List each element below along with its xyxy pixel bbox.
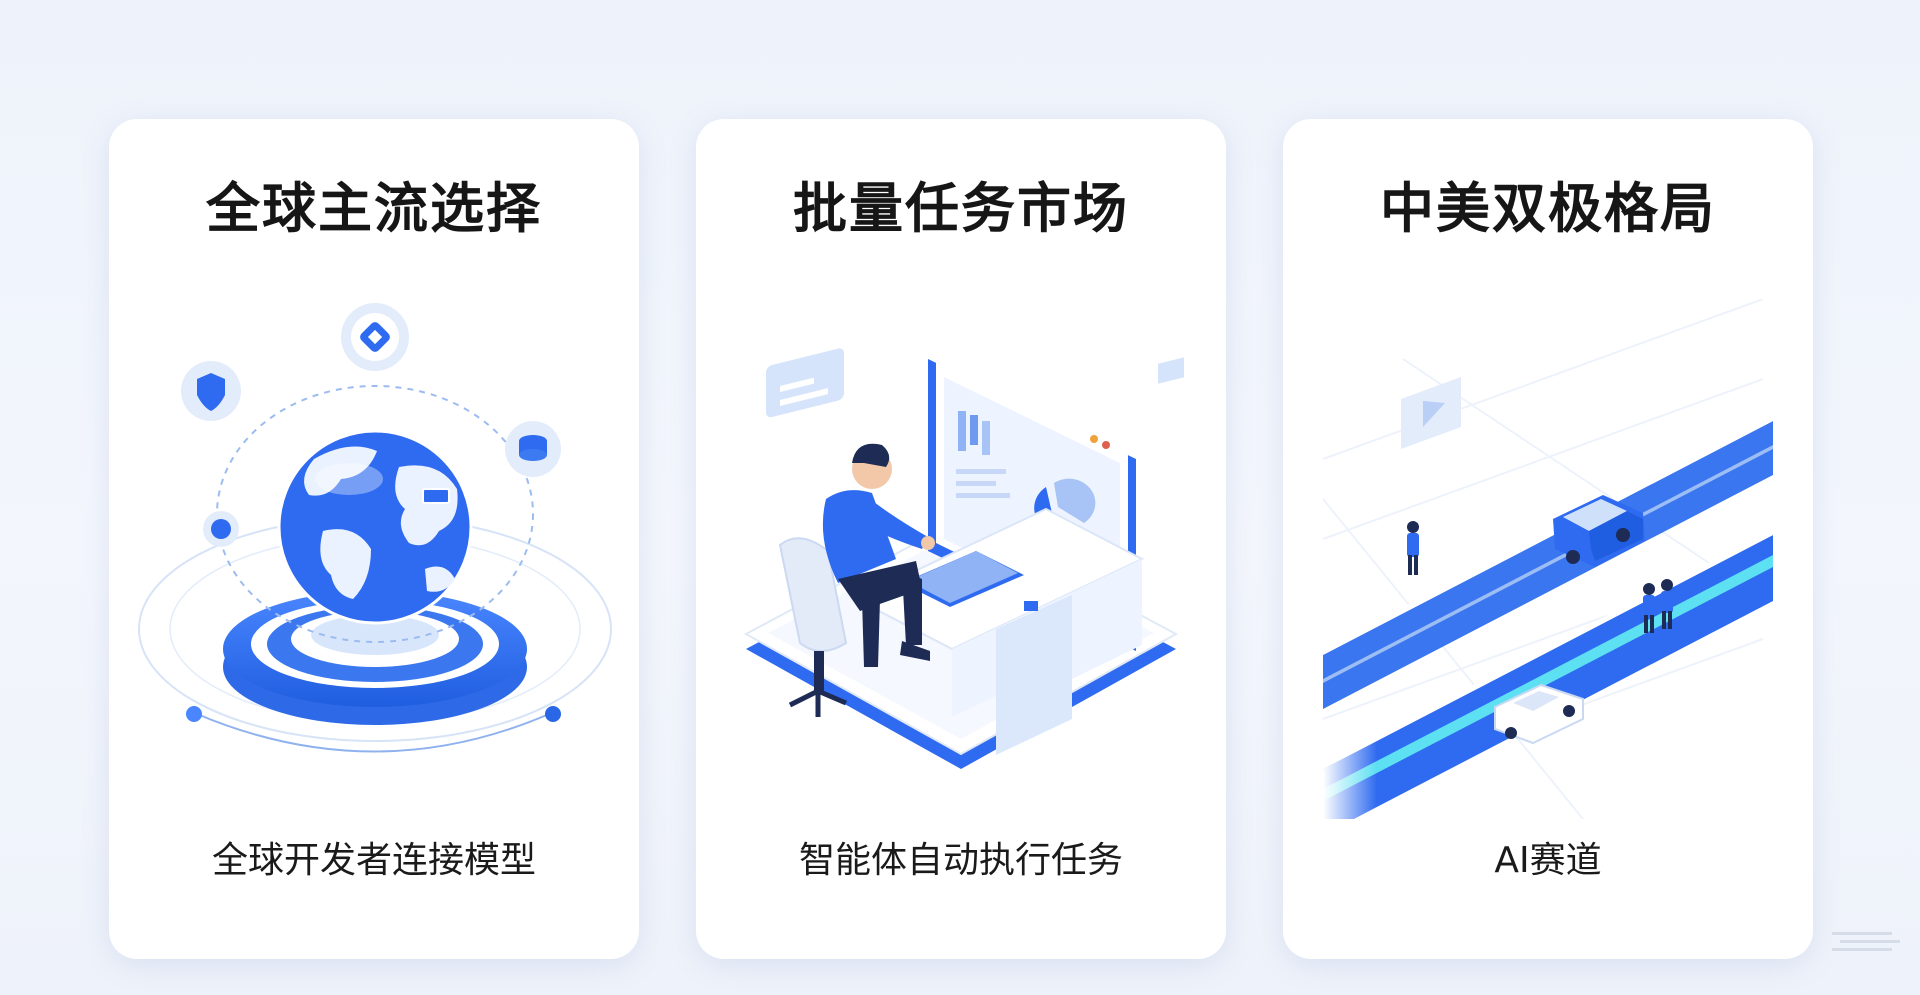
- card-title: 全球主流选择: [206, 177, 542, 240]
- card-subtitle: 智能体自动执行任务: [798, 840, 1123, 881]
- card-title: 批量任务市场: [793, 177, 1129, 240]
- card-title: 中美双极格局: [1380, 177, 1716, 240]
- card-subtitle: 全球开发者连接模型: [211, 840, 536, 881]
- watermark-lines-icon: [1832, 928, 1902, 958]
- card-subtitle: AI赛道: [1494, 840, 1602, 881]
- person-at-computer-icon: [696, 299, 1226, 819]
- card-bipolar-landscape: 中美双极格局: [1283, 119, 1813, 959]
- globe-network-icon: [109, 299, 639, 819]
- card-task-market: 批量任务市场: [696, 119, 1226, 959]
- card-global-choice: 全球主流选择: [109, 119, 639, 959]
- highway-track-icon: [1283, 299, 1813, 819]
